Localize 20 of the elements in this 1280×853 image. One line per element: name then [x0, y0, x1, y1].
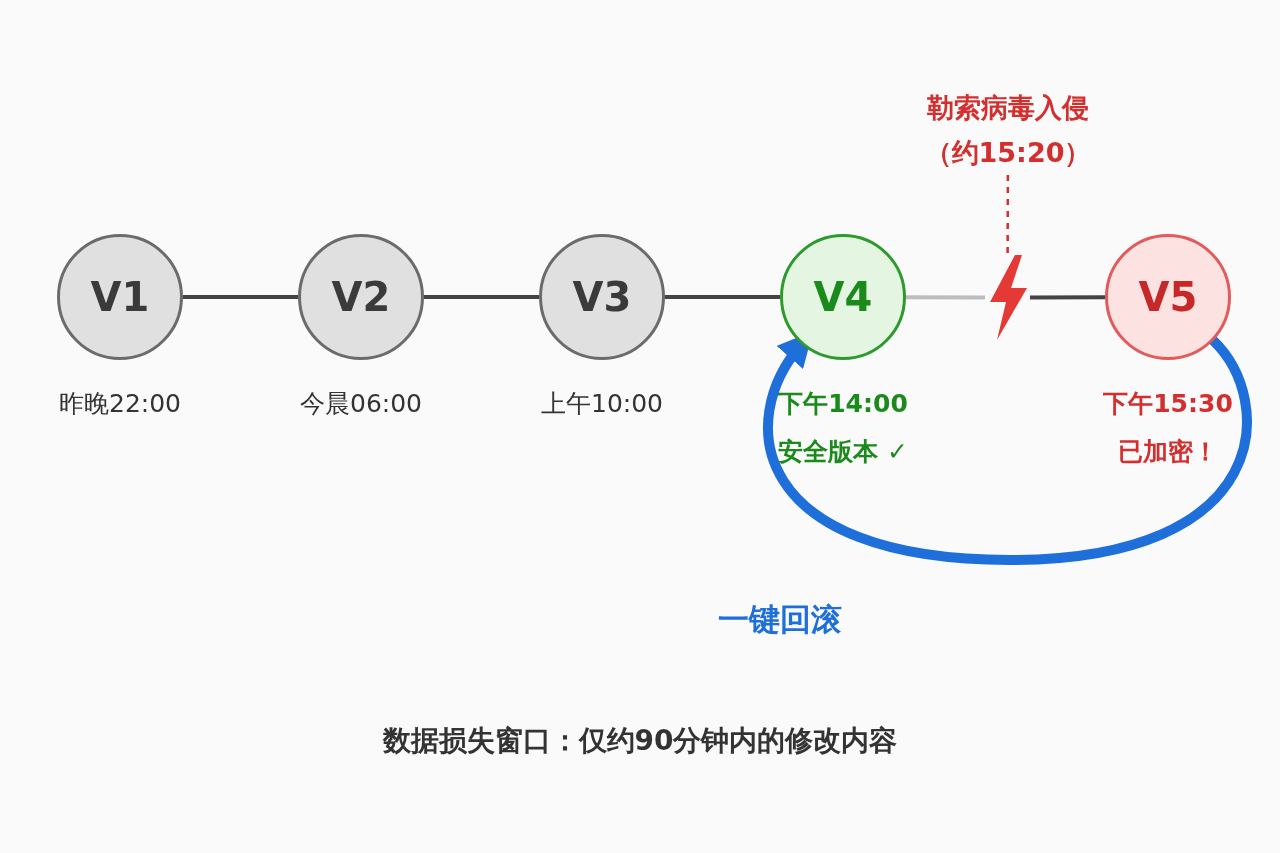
time-label: 昨晚22:00	[59, 388, 181, 420]
time-label: 下午14:00	[778, 388, 908, 420]
time-label: 下午15:30	[1103, 388, 1233, 420]
timeline-line	[665, 295, 780, 299]
version-circle: V2	[298, 234, 424, 360]
status-label: 安全版本 ✓	[778, 436, 908, 468]
version-circle: V1	[57, 234, 183, 360]
version-circle: V5	[1105, 234, 1231, 360]
caption: 数据损失窗口：仅约90分钟内的修改内容	[381, 723, 899, 759]
timeline-line	[1030, 295, 1105, 300]
alert-label: 勒索病毒入侵（约15:20）	[915, 86, 1101, 176]
time-label: 今晨06:00	[300, 388, 422, 420]
version-circle: V4	[780, 234, 906, 360]
timeline-line	[906, 295, 985, 300]
version-circle: V3	[539, 234, 665, 360]
time-label: 上午10:00	[541, 388, 663, 420]
timeline-line	[424, 295, 539, 299]
timeline-line	[183, 295, 298, 299]
status-label: 已加密！	[1118, 436, 1218, 468]
leader-line	[1006, 175, 1010, 255]
